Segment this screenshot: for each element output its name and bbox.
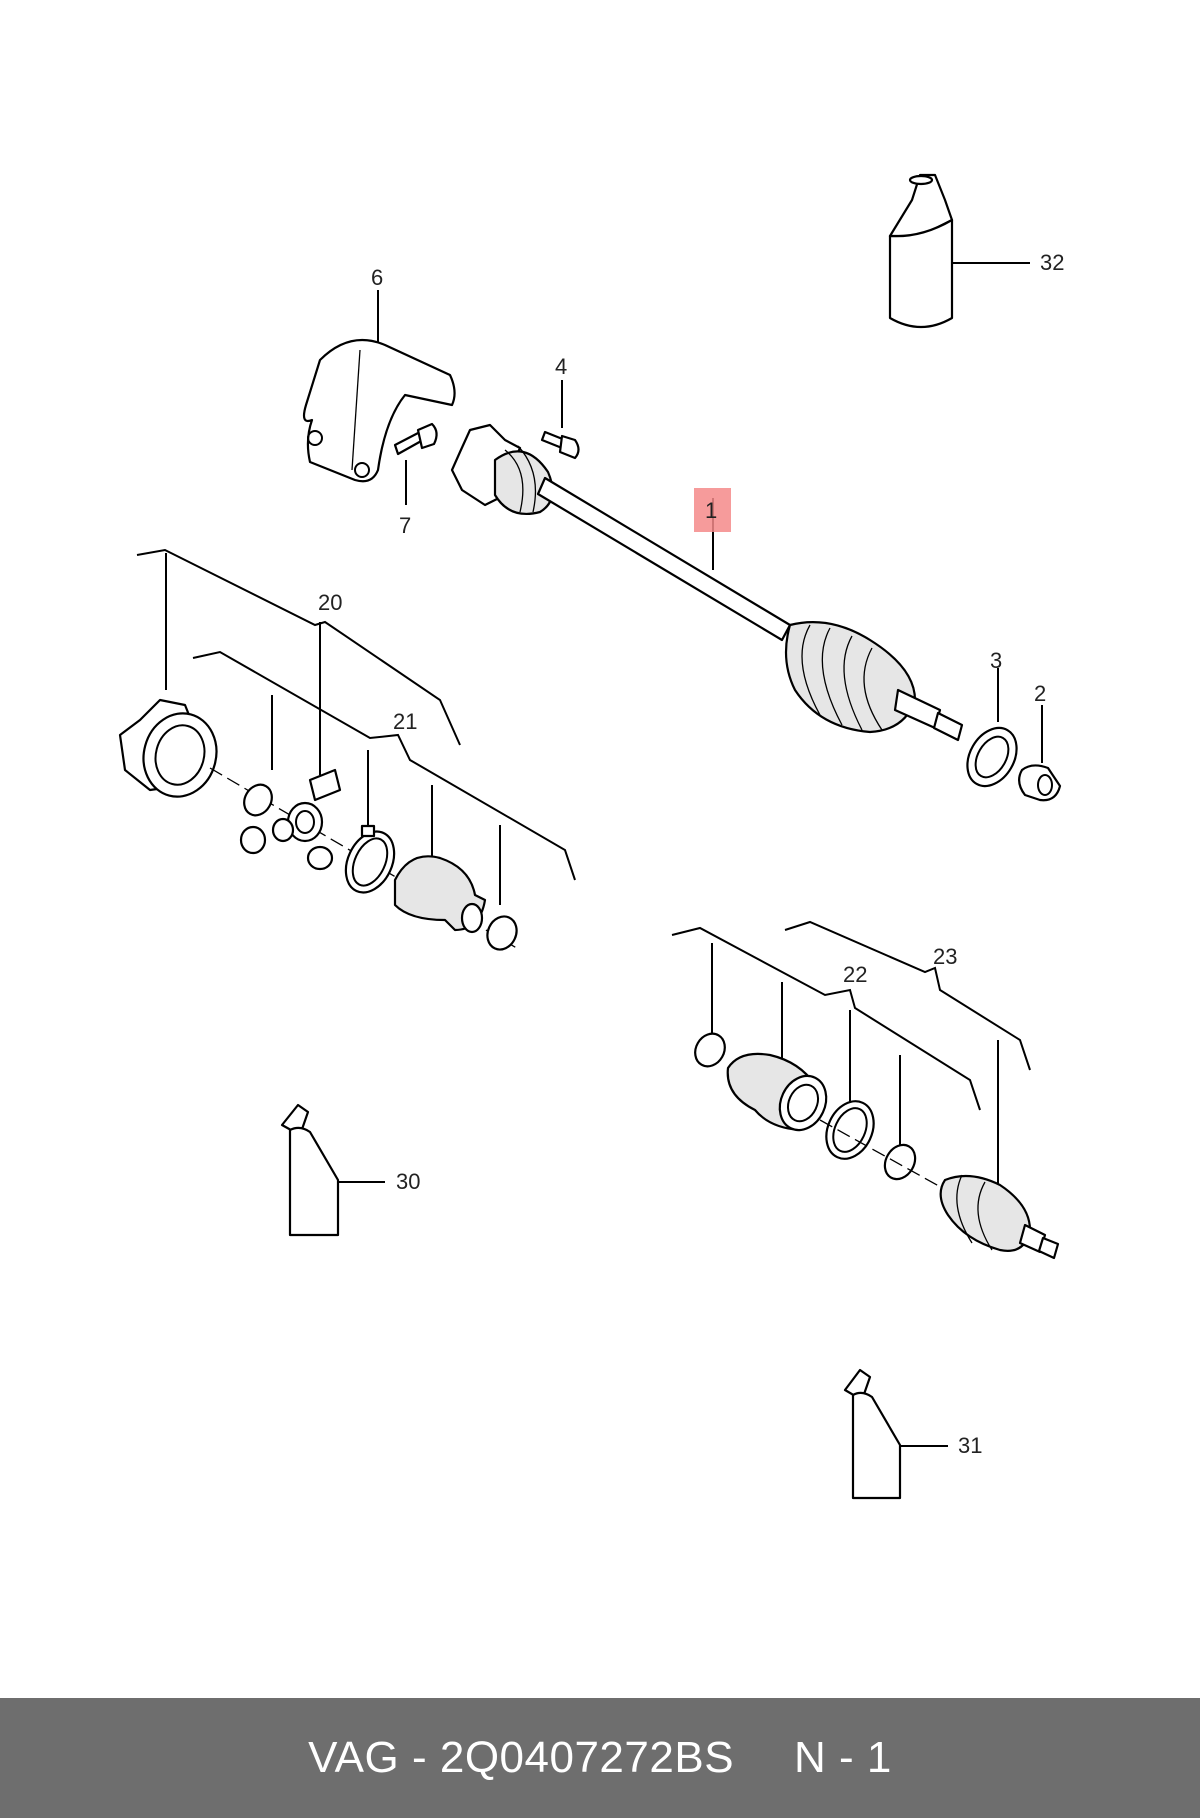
inner-boot-kit	[344, 824, 518, 951]
bracket-23	[784, 920, 1031, 1190]
part-7-bolt	[393, 422, 438, 505]
exploded-parts-diagram: 32 6 7 4	[118, 173, 1064, 1500]
quantity-label: N - 1	[794, 1733, 892, 1782]
bracket-22	[671, 926, 981, 1111]
callout-3: 3	[990, 648, 1002, 673]
callout-30: 30	[396, 1169, 420, 1194]
bracket-20	[136, 548, 461, 775]
callout-1: 1	[705, 498, 717, 523]
part-30-grease-tube	[280, 1103, 385, 1237]
bracket-21	[192, 650, 576, 905]
callout-32: 32	[1040, 250, 1064, 275]
callout-4: 4	[555, 354, 567, 379]
callout-22: 22	[843, 962, 867, 987]
callout-6: 6	[371, 265, 383, 290]
part-3-o-ring	[966, 668, 1018, 788]
callout-23: 23	[933, 944, 957, 969]
part-number-footer: VAG - 2Q0407272BS N - 1	[0, 1698, 1200, 1818]
part-31-grease-tube	[843, 1368, 948, 1500]
callout-31: 31	[958, 1433, 982, 1458]
part-32-sealant-bottle	[888, 173, 1030, 328]
outer-boot-kit	[694, 1032, 956, 1196]
outer-cv-joint	[939, 1174, 1060, 1260]
callout-20: 20	[318, 590, 342, 615]
inner-cv-joint-housing	[118, 698, 521, 951]
callout-21: 21	[393, 709, 417, 734]
callout-1-highlight	[694, 488, 731, 532]
callout-7: 7	[399, 513, 411, 538]
part-2-nut	[1018, 705, 1062, 802]
part-1-drive-shaft	[450, 423, 964, 742]
part-4-bolt	[540, 380, 580, 460]
inner-joint-components	[239, 768, 342, 871]
callout-2: 2	[1034, 681, 1046, 706]
brand-part-number: VAG - 2Q0407272BS	[308, 1733, 735, 1782]
part-6-heat-shield	[302, 290, 456, 483]
